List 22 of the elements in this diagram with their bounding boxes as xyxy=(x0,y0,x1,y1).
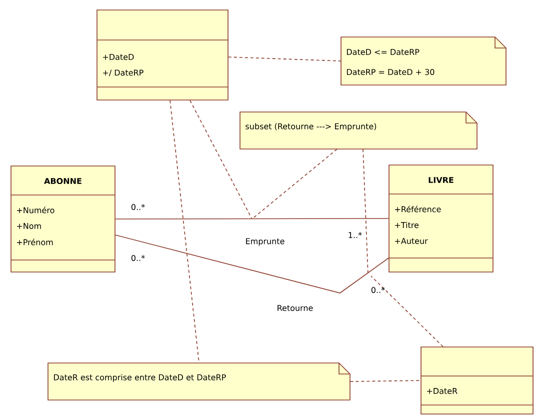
dashed-connector xyxy=(170,100,200,364)
class-box: ABONNE +Numéro +Nom +Prénom xyxy=(10,166,116,272)
dashed-connector xyxy=(190,100,252,220)
multiplicity-label: 0..* xyxy=(371,286,385,294)
dashed-connector xyxy=(362,148,368,274)
multiplicity-label: 1..* xyxy=(348,232,362,238)
association-line xyxy=(115,234,389,294)
note-box: subset (Retourne ---> Emprunte) xyxy=(240,112,478,150)
note-box: DateR est comprise entre DateD et DateRP xyxy=(48,362,350,400)
association-name: Retourne xyxy=(276,304,314,312)
class-box: LIVRE +Référence +Titre +Auteur xyxy=(388,164,494,272)
multiplicity-label: 0..* xyxy=(131,254,145,262)
association-line xyxy=(115,218,389,220)
dashed-connector xyxy=(228,56,342,62)
class-box: +DateD +/ DateRP xyxy=(96,10,228,100)
dashed-connector xyxy=(370,276,444,347)
multiplicity-label: 0..* xyxy=(131,204,145,210)
class-box: +DateR xyxy=(420,346,534,414)
association-name: Emprunte xyxy=(244,237,286,247)
dashed-connector xyxy=(350,380,421,382)
note-box: DateD <= DateRP DateRP = DateD + 30 xyxy=(340,36,506,86)
dashed-connector xyxy=(252,148,338,220)
